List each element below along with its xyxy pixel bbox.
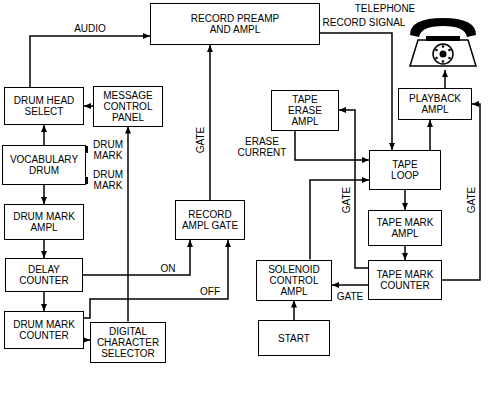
block-box: PLAYBACK AMPL — [398, 88, 472, 120]
signal-label: AUDIO — [73, 23, 107, 34]
block-label: TAPE LOOP — [385, 159, 425, 181]
block-label: RECORD AMPL GATE — [180, 209, 240, 231]
figure-label: DRUM MARK — [90, 169, 126, 191]
block-box: TAPE LOOP — [369, 150, 441, 190]
telephone-wire — [444, 70, 446, 88]
block-label: TAPE MARK AMPL — [373, 217, 437, 239]
signal-label: GATE — [195, 126, 206, 154]
block-label: DRUM HEAD SELECT — [9, 95, 79, 117]
block-label: MESSAGE CONTROL PANEL — [98, 90, 158, 123]
block-label: DRUM MARK COUNTER — [9, 319, 79, 341]
telephone — [410, 18, 476, 66]
signal-line — [429, 120, 431, 150]
signal-line — [310, 180, 369, 260]
signal-line — [43, 240, 45, 258]
signal-label: ON — [160, 263, 177, 274]
block-label: SOLENOID CONTROL AMPL — [261, 264, 327, 297]
block-box: DIGITAL CHARACTER SELECTOR — [90, 322, 166, 363]
signal-line — [339, 110, 368, 268]
block-label: DELAY COUNTER — [14, 264, 74, 286]
block-box: DRUM MARK AMPL — [4, 204, 84, 240]
block-label: RECORD PREAMP AND AMPL — [185, 13, 285, 35]
signal-line — [442, 104, 480, 280]
signal-line — [43, 125, 45, 145]
signal-label: OFF — [199, 286, 221, 297]
block-label: PLAYBACK AMPL — [403, 93, 467, 115]
signal-line — [404, 246, 406, 260]
block-label: DIGITAL CHARACTER SELECTOR — [95, 326, 161, 359]
signal-line — [332, 284, 368, 286]
signal-label: GATE — [341, 186, 352, 214]
signal-label: ERASE CURRENT — [235, 136, 289, 158]
signal-line — [295, 131, 369, 161]
signal-line — [43, 185, 45, 204]
block-box: VOCABULARY DRUM — [2, 145, 86, 185]
block-label: VOCABULARY DRUM — [7, 154, 81, 176]
signal-label: GATE — [336, 291, 364, 302]
signal-line — [209, 45, 211, 200]
block-box: MESSAGE CONTROL PANEL — [93, 86, 163, 127]
block-box: TAPE MARK COUNTER — [368, 260, 442, 300]
signal-line — [30, 36, 150, 87]
figure-label: TELEPHONE — [354, 3, 417, 14]
signal-line — [127, 127, 129, 322]
block-box: DRUM HEAD SELECT — [4, 87, 84, 125]
signal-line — [84, 240, 228, 318]
signal-line — [404, 190, 406, 210]
block-box: DRUM MARK COUNTER — [4, 311, 84, 349]
signal-label: RECORD SIGNAL — [322, 17, 407, 28]
block-box: SOLENOID CONTROL AMPL — [256, 260, 332, 301]
block-label: TAPE MARK COUNTER — [373, 269, 437, 291]
block-label: START — [278, 333, 310, 344]
signal-label: GATE — [466, 186, 477, 214]
block-label: TAPE ERASE AMPL — [277, 94, 333, 127]
signal-line — [83, 240, 190, 275]
signal-line — [84, 105, 93, 107]
block-box: TAPE MARK AMPL — [368, 210, 442, 246]
block-label: DRUM MARK AMPL — [9, 211, 79, 233]
signal-line — [293, 301, 295, 321]
block-box: RECORD PREAMP AND AMPL — [150, 3, 320, 45]
block-box: DELAY COUNTER — [5, 258, 83, 292]
signal-line — [43, 292, 45, 311]
block-box: RECORD AMPL GATE — [175, 200, 245, 240]
figure-label: DRUM MARK — [90, 139, 126, 161]
block-box: TAPE ERASE AMPL — [271, 90, 339, 131]
block-box: START — [258, 320, 330, 356]
